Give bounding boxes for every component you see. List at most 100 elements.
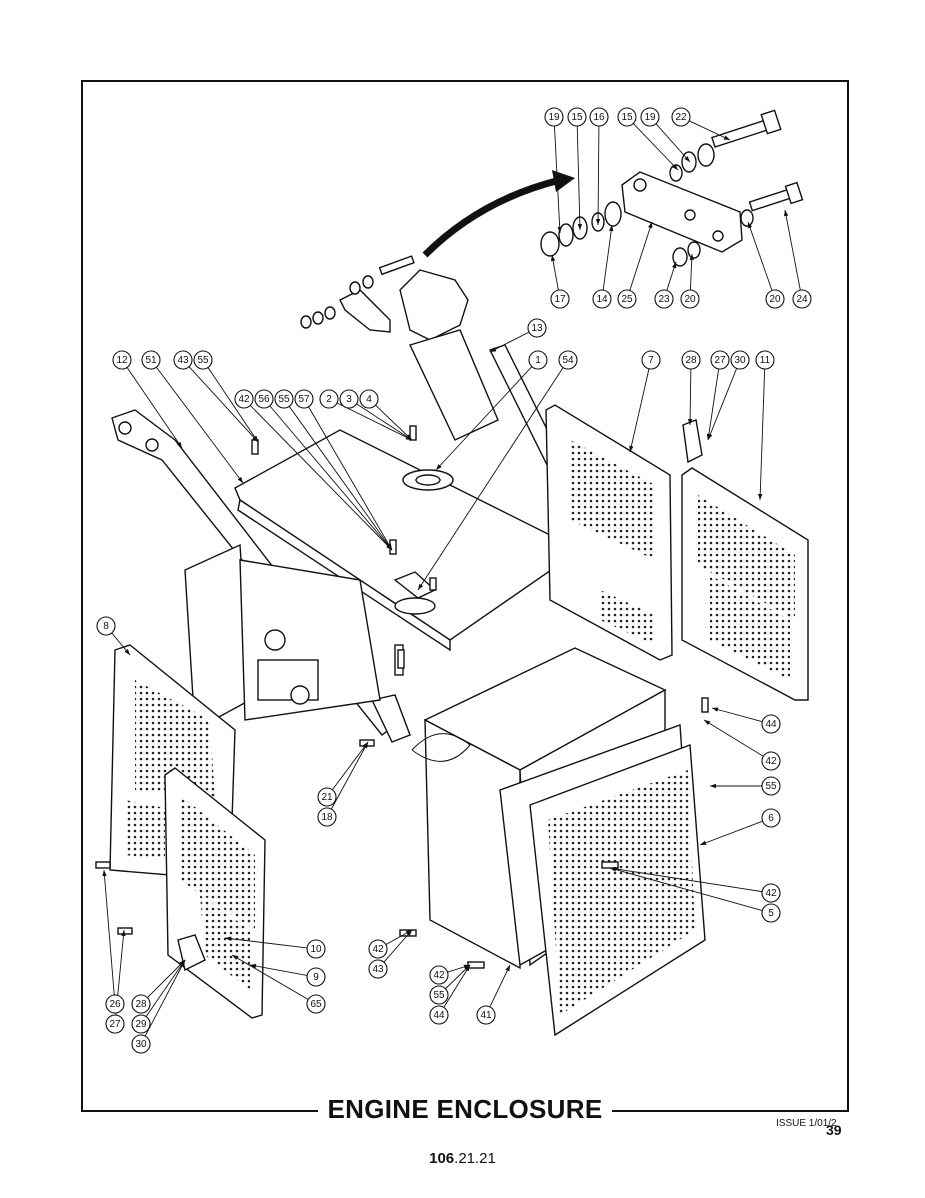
callout-number: 14 [596,294,608,305]
leader-arrow-c-65 [232,955,239,960]
leader-arrow-c-55a [252,435,258,442]
callout-number: 55 [433,990,445,1001]
leader-arrow-c-16a [595,218,601,225]
callout-number: 4 [366,394,372,405]
title-bar: ENGINE ENCLOSURE [81,1094,849,1128]
callout-c-42a: 42 [234,389,254,409]
callout-circle [641,350,661,370]
callout-c-12: 12 [112,350,132,370]
callout-c-42c: 42 [761,883,781,903]
leader-line-c-20b [747,221,773,291]
leader-line-c-42b [703,719,764,757]
leader-line-c-28b [147,959,186,998]
callout-number: 13 [531,323,543,334]
callout-circle [592,289,612,309]
callout-c-4: 4 [359,389,379,409]
leader-arrow-c-14 [609,225,614,232]
document-number: 106.21.21 [0,1150,925,1167]
callout-c-19b: 19 [640,107,660,127]
callout-number: 25 [621,294,633,305]
callout-circle [317,787,337,807]
callout-circle [544,107,564,127]
callout-number: 30 [734,355,746,366]
leader-line-c-55b [288,406,393,551]
callout-c-6: 6 [761,808,781,828]
callout-circle [254,389,274,409]
leader-line-c-5 [609,867,763,912]
leader-line-c-4 [375,404,413,441]
callout-number: 27 [109,1019,121,1030]
callout-c-5: 5 [761,903,781,923]
callout-circle [96,616,116,636]
callout-c-41: 41 [476,1005,496,1025]
leader-line-c-57 [308,406,393,551]
leader-line-c-42c [609,867,763,893]
callout-number: 8 [103,621,109,632]
callout-circle [368,959,388,979]
callout-c-42b: 42 [761,751,781,771]
callout-number: 44 [765,719,777,730]
callout-circle [141,350,161,370]
leader-line-c-44b [443,964,471,1008]
callout-circle [173,350,193,370]
callout-c-44b: 44 [429,1005,449,1025]
leader-line-c-41 [489,964,511,1008]
callout-c-13: 13 [527,318,547,338]
callout-number: 42 [433,970,445,981]
callout-c-65: 65 [306,994,326,1014]
callout-number: 29 [135,1019,147,1030]
leader-arrow-c-54 [418,583,424,590]
callout-number: 44 [433,1010,445,1021]
callout-circle [306,939,326,959]
page-number: 39 [826,1122,842,1138]
callout-number: 6 [768,813,774,824]
callout-circle [792,289,812,309]
right-upper-outer-panel [681,419,809,701]
leader-arrow-c-22 [723,135,730,140]
leader-line-c-65 [231,954,309,1000]
callout-c-23: 23 [654,289,674,309]
callout-number: 41 [480,1010,492,1021]
callout-number: 55 [197,355,209,366]
leader-line-c-56 [269,405,393,551]
callout-c-42d: 42 [368,939,388,959]
leader-arrow-c-30b [180,960,185,967]
leader-line-c-12 [126,367,183,449]
leader-arrow-c-26 [102,870,107,877]
leader-arrow-c-19b [684,156,690,162]
leader-line-c-55a [207,367,259,443]
leader-line-c-22 [688,120,731,141]
callout-circle [306,994,326,1014]
callout-c-44a: 44 [761,714,781,734]
callout-number: 15 [621,112,633,123]
callout-c-22: 22 [671,107,691,127]
leader-line-c-44a [711,707,763,723]
leader-line-c-43b [383,929,413,963]
callout-c-28a: 28 [681,350,701,370]
callout-number: 27 [714,355,726,366]
callout-circle [550,289,570,309]
callout-number: 21 [321,792,333,803]
engine-assembly [184,543,404,732]
leader-line-c-11 [759,368,766,501]
callout-circle [131,994,151,1014]
leader-line-c-2 [336,402,413,441]
callout-circle [567,107,587,127]
callout-c-20a: 20 [680,289,700,309]
callout-circle [429,1005,449,1025]
callout-circle [710,350,730,370]
callout-c-7: 7 [641,350,661,370]
callout-c-3: 3 [339,389,359,409]
callout-number: 2 [326,394,332,405]
leader-line-c-14 [602,224,613,291]
callout-number: 55 [765,781,777,792]
leader-line-c-10 [224,937,308,949]
leader-arrow-c-42b [704,720,711,726]
callout-number: 51 [145,355,157,366]
leader-line-c-6 [699,820,763,846]
leader-arrow-c-23 [672,262,677,269]
leader-line-c-20a [689,253,693,291]
leader-line-c-24 [784,209,801,291]
leader-lines [102,120,801,1037]
leader-arrow-c-11 [758,493,763,500]
